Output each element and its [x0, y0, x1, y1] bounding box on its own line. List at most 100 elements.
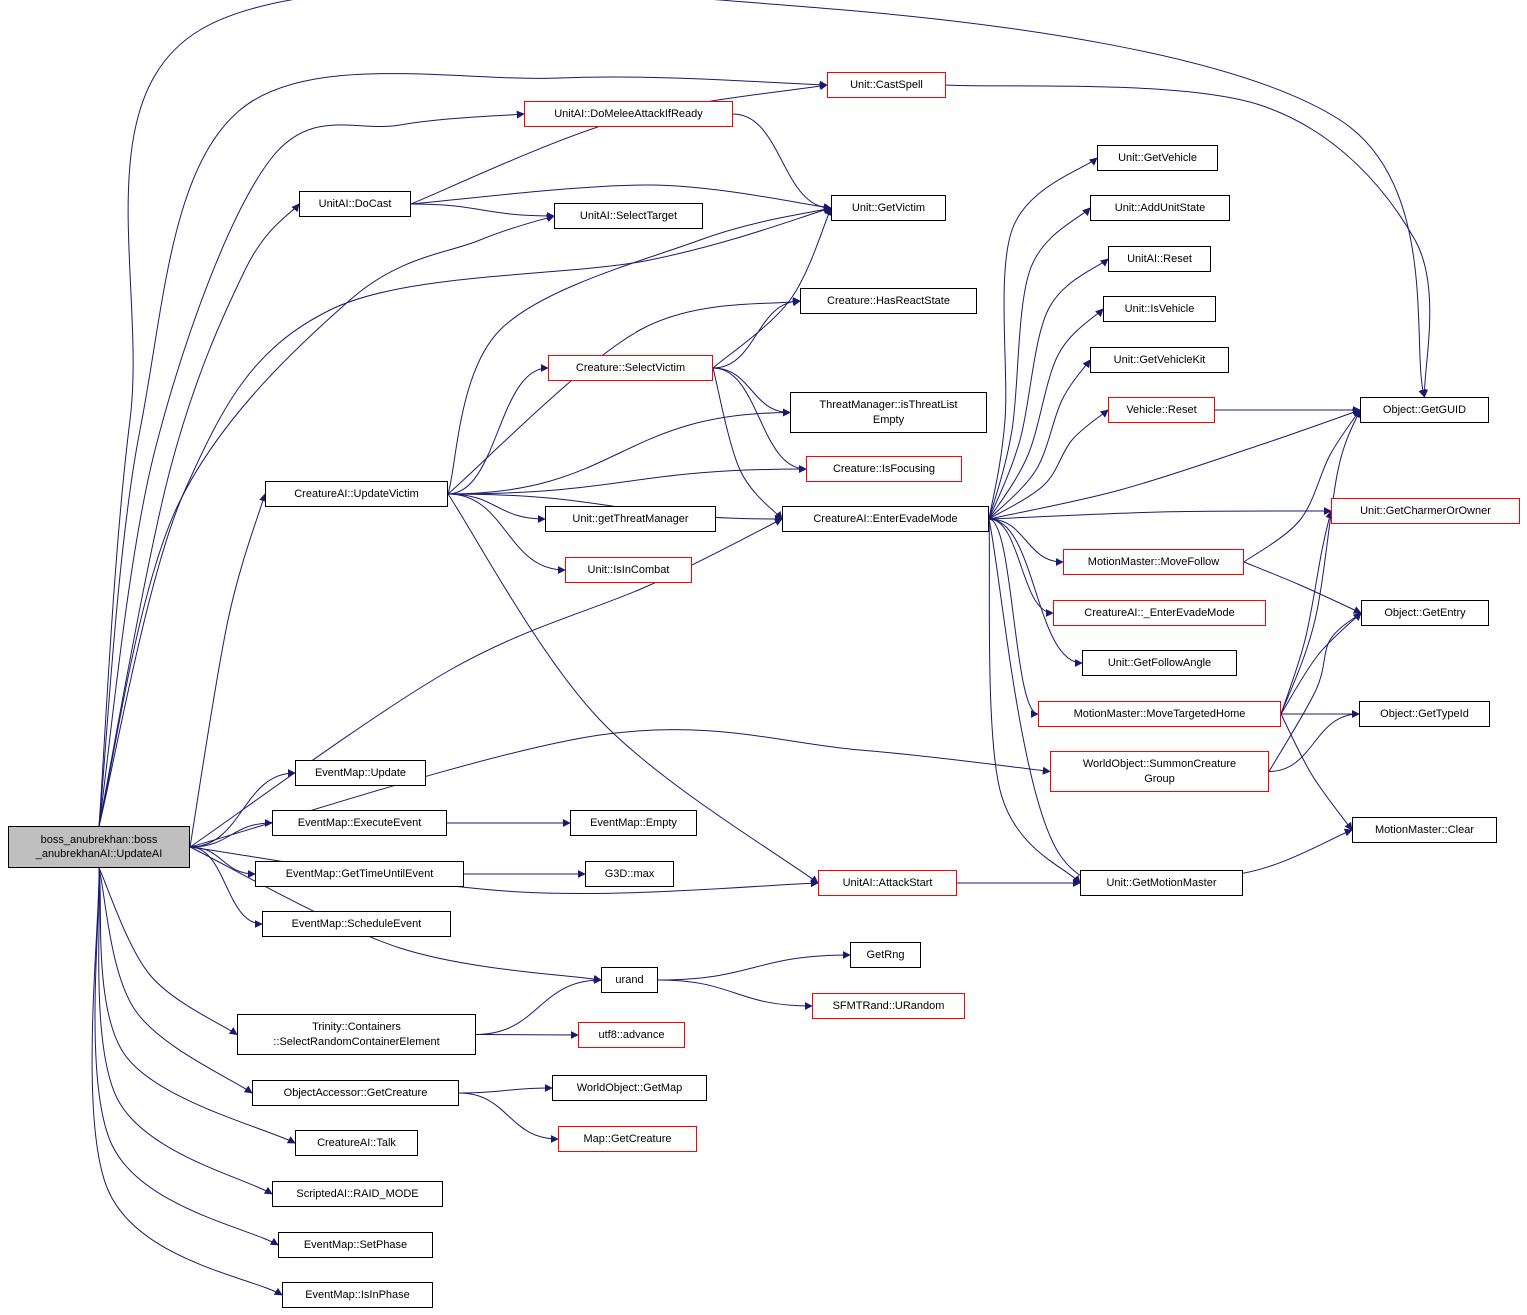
node-label: Creature::IsFocusing	[832, 462, 936, 475]
node-GetGUID[interactable]: Object::GetGUID	[1360, 397, 1489, 423]
node-label: Vehicle::Reset	[1126, 403, 1197, 416]
node-label: Unit::getThreatManager	[572, 512, 689, 525]
node-EnterEvadeMode[interactable]: CreatureAI::EnterEvadeMode	[782, 506, 989, 532]
edge-MoveFollow-GetEntry	[1243, 561, 1362, 614]
node-label: Group	[1144, 772, 1175, 785]
node-UnitAIReset[interactable]: UnitAI::Reset	[1108, 246, 1211, 272]
edge-EnterEvadeMode-GetFollowAngle	[988, 518, 1083, 667]
node-URandom[interactable]: SFMTRand::URandom	[812, 993, 965, 1019]
node-label: ::SelectRandomContainerElement	[273, 1035, 440, 1048]
node-GetRng[interactable]: GetRng	[850, 942, 921, 968]
node-VehicleReset[interactable]: Vehicle::Reset	[1108, 397, 1215, 423]
node-MoveTargetedHome[interactable]: MotionMaster::MoveTargetedHome	[1038, 701, 1281, 727]
edge-SummonCreatureGroup-GetTypeId	[1268, 710, 1360, 772]
edge-OAGetCreature-MapGetCreature	[458, 1092, 559, 1143]
node-IsVehicle[interactable]: Unit::IsVehicle	[1103, 296, 1216, 322]
node-label: MotionMaster::MoveTargetedHome	[1073, 707, 1246, 720]
node-MMClear[interactable]: MotionMaster::Clear	[1352, 817, 1497, 843]
edge-MoveTargetedHome-GetEntry	[1280, 612, 1362, 715]
edge-main-IsInPhase	[91, 867, 283, 1296]
node-DoMelee[interactable]: UnitAI::DoMeleeAttackIfReady	[524, 101, 733, 127]
edge-SelectVictim-GetVictim	[712, 207, 832, 369]
node-GetVictim[interactable]: Unit::GetVictim	[831, 195, 946, 221]
node-HasReactState[interactable]: Creature::HasReactState	[800, 288, 977, 314]
node-label: CreatureAI::Talk	[317, 1136, 396, 1149]
node-label: UnitAI::DoCast	[318, 197, 392, 210]
node-label: utf8::advance	[598, 1028, 665, 1041]
node-IsFocusing[interactable]: Creature::IsFocusing	[806, 456, 962, 482]
node-GetCharmerOrOwner[interactable]: Unit::GetCharmerOrOwner	[1331, 498, 1520, 524]
edge-UpdateVictim-AttackStart	[447, 493, 819, 884]
node-EMEmpty[interactable]: EventMap::Empty	[570, 810, 697, 836]
edge-main-DoCast	[98, 203, 300, 827]
edge-EnterEvadeMode-MoveTargetedHome	[988, 518, 1039, 718]
edge-main-RAID_MODE	[98, 867, 273, 1195]
node-label: Unit::AddUnitState	[1114, 201, 1206, 214]
node-SelectTarget[interactable]: UnitAI::SelectTarget	[554, 203, 703, 229]
node-label: Creature::HasReactState	[827, 294, 950, 307]
edge-MoveTargetedHome-GetCharmerOrOwner	[1280, 510, 1334, 715]
node-GetVehicleKit[interactable]: Unit::GetVehicleKit	[1090, 347, 1229, 373]
edge-UpdateVictim-IsInCombat	[447, 493, 566, 574]
node-IsInPhase[interactable]: EventMap::IsInPhase	[282, 1282, 433, 1308]
node-AttackStart[interactable]: UnitAI::AttackStart	[818, 870, 957, 896]
edge-main-UpdateVictim	[189, 493, 267, 848]
edge-EnterEvadeMode-VehicleReset	[988, 409, 1109, 520]
node-label: EventMap::IsInPhase	[305, 1288, 410, 1301]
node-label: Unit::IsVehicle	[1124, 302, 1195, 315]
node-label: UnitAI::DoMeleeAttackIfReady	[554, 107, 703, 120]
node-OAGetCreature[interactable]: ObjectAccessor::GetCreature	[252, 1080, 459, 1106]
node-AddUnitState[interactable]: Unit::AddUnitState	[1090, 195, 1230, 221]
edge-MoveTargetedHome-GetGUID	[1280, 409, 1362, 715]
node-RAID_MODE[interactable]: ScriptedAI::RAID_MODE	[272, 1181, 443, 1207]
node-MoveFollow[interactable]: MotionMaster::MoveFollow	[1063, 549, 1244, 575]
edge-main-urand	[189, 846, 602, 983]
node-label: WorldObject::SummonCreature	[1082, 758, 1237, 771]
node-UpdateVictim[interactable]: CreatureAI::UpdateVictim	[265, 481, 448, 507]
node-GetEntry[interactable]: Object::GetEntry	[1361, 600, 1489, 626]
node-advance[interactable]: utf8::advance	[578, 1022, 685, 1048]
edge-DoCast-SelectTarget	[410, 203, 555, 220]
node-GetTypeId[interactable]: Object::GetTypeId	[1359, 701, 1490, 727]
edge-MoveTargetedHome-MMClear	[1280, 713, 1353, 831]
node-IsInCombat[interactable]: Unit::IsInCombat	[565, 557, 692, 583]
node-SelectVictim[interactable]: Creature::SelectVictim	[548, 355, 713, 381]
node-ExecuteEvent[interactable]: EventMap::ExecuteEvent	[272, 810, 447, 836]
node-getThreatManager[interactable]: Unit::getThreatManager	[545, 506, 716, 532]
node-_EnterEvadeMode[interactable]: CreatureAI::_EnterEvadeMode	[1053, 600, 1266, 626]
edge-urand-GetRng	[657, 951, 851, 981]
node-EMUpdate[interactable]: EventMap::Update	[295, 760, 426, 786]
edge-SelectRandom-advance	[475, 1030, 579, 1039]
node-SetPhase[interactable]: EventMap::SetPhase	[278, 1232, 433, 1258]
edge-EnterEvadeMode-GetVehicle	[988, 157, 1098, 520]
edge-SelectVictim-IsFocusing	[712, 367, 807, 473]
edge-EnterEvadeMode-AddUnitState	[988, 207, 1091, 520]
node-G3Dmax[interactable]: G3D::max	[585, 861, 674, 887]
node-Talk[interactable]: CreatureAI::Talk	[295, 1130, 418, 1156]
node-GetMotionMaster[interactable]: Unit::GetMotionMaster	[1080, 870, 1243, 896]
node-label: Unit::GetMotionMaster	[1106, 876, 1217, 889]
node-main: boss_anubrekhan::boss_anubrekhanAI::Upda…	[8, 826, 190, 868]
node-label: ThreatManager::isThreatList	[819, 399, 958, 412]
edge-UpdateVictim-GetVictim	[447, 205, 832, 495]
node-MapGetCreature[interactable]: Map::GetCreature	[558, 1126, 697, 1152]
node-ScheduleEvent[interactable]: EventMap::ScheduleEvent	[262, 911, 451, 937]
node-label: UnitAI::AttackStart	[842, 876, 933, 889]
node-GetVehicle[interactable]: Unit::GetVehicle	[1097, 145, 1218, 171]
edge-SelectRandom-urand	[475, 976, 602, 1035]
node-CastSpell[interactable]: Unit::CastSpell	[827, 72, 946, 98]
edge-urand-URandom	[657, 979, 813, 1010]
node-GetMap[interactable]: WorldObject::GetMap	[552, 1075, 707, 1101]
node-DoCast[interactable]: UnitAI::DoCast	[299, 191, 411, 217]
node-urand[interactable]: urand	[601, 967, 658, 993]
node-label: Object::GetGUID	[1382, 403, 1467, 416]
edge-DoMelee-GetVictim	[732, 113, 832, 212]
node-GetFollowAngle[interactable]: Unit::GetFollowAngle	[1082, 650, 1237, 676]
node-label: Object::GetTypeId	[1380, 707, 1469, 720]
edge-main-SetPhase	[94, 867, 279, 1246]
edge-SelectVictim-HasReactState	[712, 297, 801, 369]
node-GetTimeUntilEvent[interactable]: EventMap::GetTimeUntilEvent	[255, 861, 464, 887]
node-SelectRandom[interactable]: Trinity::Containers::SelectRandomContain…	[237, 1014, 476, 1055]
